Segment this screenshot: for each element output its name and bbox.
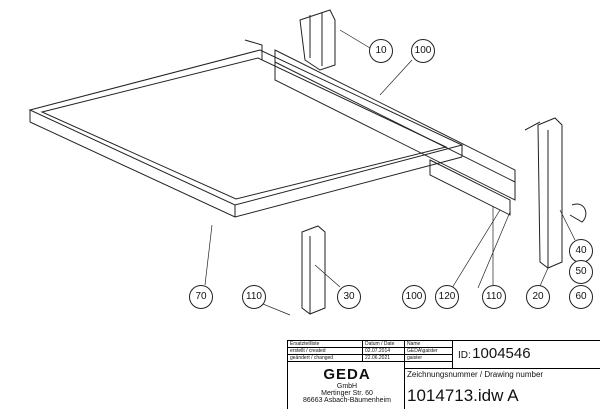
hook-part-40 — [569, 203, 587, 223]
callout-110: 110 — [482, 285, 506, 309]
company-suffix: GmbH — [336, 383, 358, 390]
id-value: 1004546 — [472, 345, 531, 362]
callout-40: 40 — [569, 239, 593, 263]
callout-120: 120 — [435, 285, 459, 309]
callout-20: 20 — [526, 285, 550, 309]
id-label: ID: — [458, 350, 471, 361]
callout-50: 50 — [569, 260, 593, 284]
title-block: Ersatzteilliste Datum / Date Name erstel… — [287, 340, 600, 409]
changed-label: geändert / changed — [288, 355, 363, 362]
post-part-20 — [524, 117, 563, 269]
changed-date: 22.06.2021 — [363, 355, 405, 362]
callout-100: 100 — [411, 39, 435, 63]
rail-part-100 — [274, 49, 516, 216]
callout-100: 100 — [402, 285, 426, 309]
callout-70: 70 — [189, 285, 213, 309]
company-info: GEDA GmbH Mertinger Str. 60 86663 Asbach… — [288, 362, 405, 409]
drawing-number: 1014713.idw A — [407, 386, 519, 405]
bracket-part-10 — [299, 9, 336, 71]
callout-110: 110 — [242, 285, 266, 309]
id-field: ID: 1004546 — [453, 341, 600, 369]
company-street: Mertinger Str. 60 — [321, 390, 373, 397]
parts-list-label: Ersatzteilliste — [288, 341, 363, 348]
created-label: erstellt / created — [288, 348, 363, 355]
callout-10: 10 — [369, 39, 393, 63]
geda-logo: GEDA — [323, 366, 371, 383]
changed-blank — [405, 362, 453, 369]
changed-name: gaister — [405, 355, 453, 362]
created-date: 02.07.2014 — [363, 348, 405, 355]
drawing-number-field: Zeichnungsnummer / Drawing number 101471… — [405, 369, 600, 409]
created-name: GEDA\gaister — [405, 348, 453, 355]
company-city: 86663 Asbach-Bäumenheim — [303, 397, 391, 404]
name-label: Name — [405, 341, 453, 348]
post-part-30 — [301, 225, 326, 315]
date-label: Datum / Date — [363, 341, 405, 348]
callout-60: 60 — [569, 285, 593, 309]
leader-lines — [204, 29, 576, 316]
frame-part-70 — [28, 39, 464, 218]
drawing-number-label: Zeichnungsnummer / Drawing number — [407, 370, 544, 379]
callout-30: 30 — [337, 285, 361, 309]
